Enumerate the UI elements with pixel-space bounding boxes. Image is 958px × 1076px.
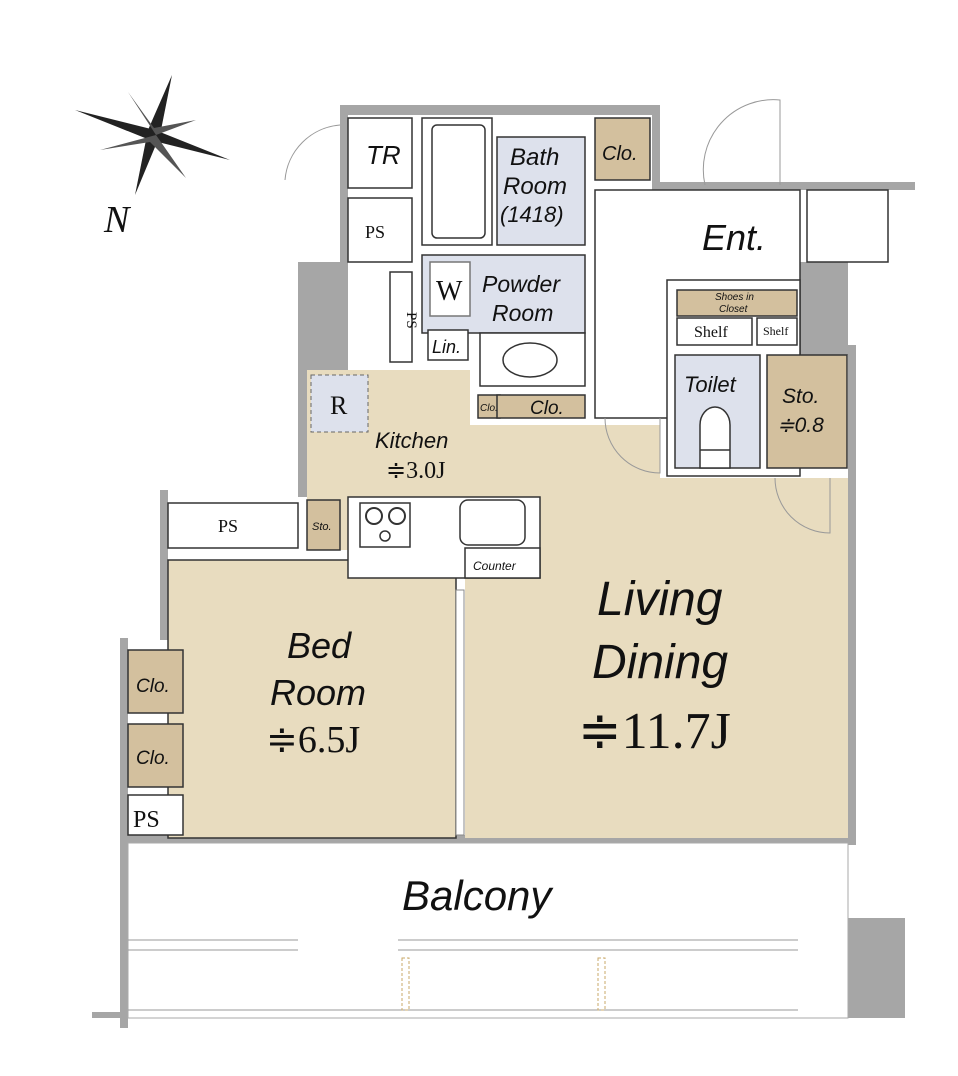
shelf-right-label: Shelf	[763, 324, 788, 338]
ps-left	[167, 502, 299, 549]
balcony	[127, 842, 849, 1019]
tr-room	[347, 117, 413, 189]
closet-bed-2-label: Clo.	[136, 748, 170, 769]
closet-bed-1-label: Clo.	[136, 676, 170, 697]
kitchen-floor	[307, 370, 848, 838]
storage-room	[766, 354, 848, 469]
linen-label: Lin.	[432, 337, 461, 357]
storage-label-2: ≑0.8	[777, 414, 824, 437]
ps-bed-label: PS	[133, 807, 160, 833]
shoes-label-2: Closet	[719, 304, 749, 315]
powder-label-2: Room	[492, 300, 553, 326]
living-label-3: ≑11.7J	[578, 703, 731, 760]
north-label: N	[103, 199, 132, 241]
refrigerator	[310, 374, 369, 433]
bedroom-floor	[167, 559, 457, 839]
bedroom-label-1: Bed	[287, 625, 352, 666]
shelf-left	[676, 317, 753, 346]
bath-label-1: Bath	[510, 144, 559, 171]
closet-bed-1	[127, 649, 184, 714]
washer-label: W	[436, 276, 463, 307]
sto-kitchen-label: Sto.	[312, 521, 332, 533]
compass-icon: N	[75, 75, 230, 241]
closet-mid-label: Clo.	[530, 398, 564, 419]
washer-box	[429, 261, 471, 317]
closet-mid	[496, 394, 586, 419]
entrance-label: Ent.	[702, 217, 766, 258]
ps-left-label: PS	[218, 516, 238, 536]
tr-label: TR	[366, 140, 401, 170]
bedroom-label-2: Room	[270, 672, 366, 713]
kitchen-sink-icon	[459, 499, 526, 546]
ps-top-label: PS	[365, 222, 385, 242]
stove-icon	[359, 502, 411, 548]
living-label-1: Living	[597, 573, 723, 626]
storage-label-1: Sto.	[782, 385, 819, 408]
linen-closet	[427, 329, 469, 361]
toilet-label: Toilet	[684, 372, 737, 397]
ps-vertical-label: PS	[403, 312, 419, 329]
shelf-left-label: Shelf	[694, 324, 728, 341]
shelf-right	[756, 317, 798, 346]
bath-room	[496, 136, 586, 246]
ps-top	[347, 197, 413, 263]
basin-icon	[502, 342, 558, 378]
ps-bed	[127, 794, 184, 836]
ps-vertical	[389, 271, 413, 363]
closet-top	[594, 117, 651, 181]
kitchen-label-2: ≑3.0J	[386, 458, 445, 484]
sliding-door[interactable]	[455, 589, 465, 836]
bath-label-2: Room	[503, 173, 567, 200]
bath-label-3: (1418)	[500, 202, 564, 227]
powder-label-1: Powder	[482, 271, 561, 297]
shoes-closet	[676, 289, 798, 317]
living-label-2: Dining	[592, 636, 728, 689]
closet-top-label: Clo.	[602, 143, 638, 165]
bathtub-icon	[431, 124, 486, 239]
bedroom-label-3: ≑6.5J	[266, 719, 360, 761]
side-room	[806, 189, 889, 263]
kitchen-label-1: Kitchen	[375, 428, 448, 453]
balcony-label: Balcony	[402, 872, 554, 919]
toilet-icon	[699, 406, 731, 469]
shoes-label-1: Shoes in	[715, 292, 754, 303]
closet-bed-2	[127, 723, 184, 788]
sto-kitchen	[306, 499, 341, 551]
refrigerator-label: R	[330, 391, 348, 420]
closet-small-label: Clo.	[480, 403, 498, 414]
counter-label: Counter	[473, 559, 517, 573]
counter-lower	[464, 547, 541, 579]
